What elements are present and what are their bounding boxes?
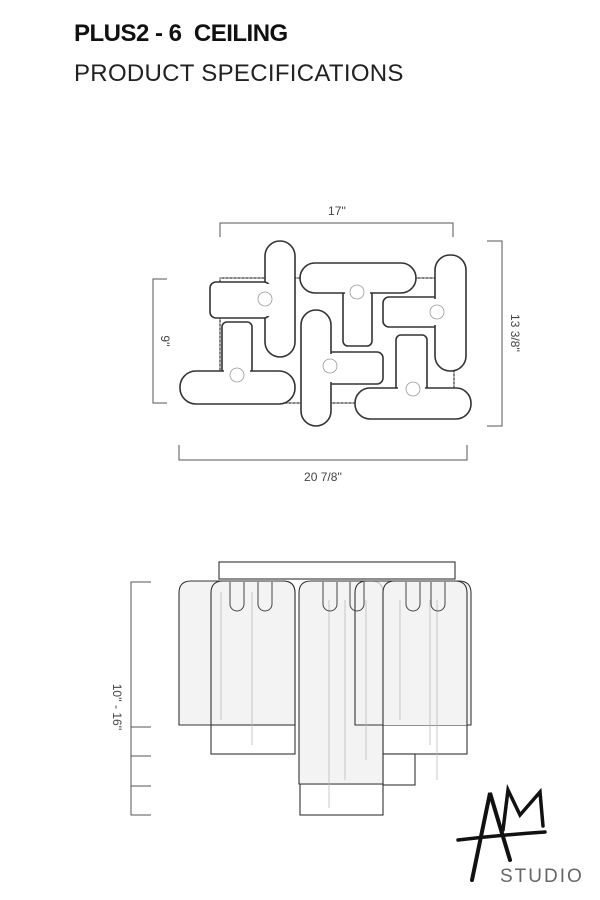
dimension-height — [130, 581, 151, 816]
glass-piece-6 — [354, 334, 472, 420]
glass-panel-e — [354, 580, 472, 726]
glass-piece-5 — [300, 309, 384, 427]
canopy — [218, 561, 456, 580]
glass-panel-f — [382, 724, 468, 755]
dimension-canopy-width — [219, 222, 454, 237]
mount-slots — [229, 582, 446, 612]
dimension-total-width — [178, 445, 468, 461]
mount-hole — [349, 284, 365, 300]
dimension-canopy-depth — [152, 278, 167, 404]
am-studio-logo — [456, 783, 547, 882]
dimension-total-depth — [487, 240, 503, 427]
page-subtitle: PRODUCT SPECIFICATIONS — [74, 60, 404, 87]
side-view: 10'' - 16'' — [110, 561, 472, 816]
top-view: 17'' 13 3/8'' 9'' 20 7/8'' — [152, 204, 522, 484]
glass-panel-b — [210, 580, 296, 755]
mount-hole — [405, 381, 421, 397]
dim-label-canopy-width: 17'' — [328, 204, 346, 218]
logo-text: STUDIO — [500, 866, 584, 887]
mount-hole — [229, 367, 245, 383]
glass-piece-2 — [299, 262, 417, 347]
dim-label-canopy-depth: 9'' — [158, 335, 172, 346]
glass-piece-3 — [382, 254, 467, 372]
glass-piece-1 — [209, 240, 296, 358]
glass-piece-4 — [179, 321, 296, 405]
product-title: PLUS2 - 6 CEILING — [74, 20, 288, 47]
mount-hole — [257, 291, 273, 307]
dim-label-height: 10'' - 16'' — [110, 684, 124, 731]
dim-label-total-width: 20 7/8'' — [304, 470, 342, 484]
mount-hole — [429, 304, 445, 320]
glass-ribs — [220, 592, 438, 808]
mount-hole — [322, 358, 338, 374]
glass-panel-d — [382, 753, 416, 786]
dim-label-total-depth: 13 3/8'' — [508, 314, 522, 352]
